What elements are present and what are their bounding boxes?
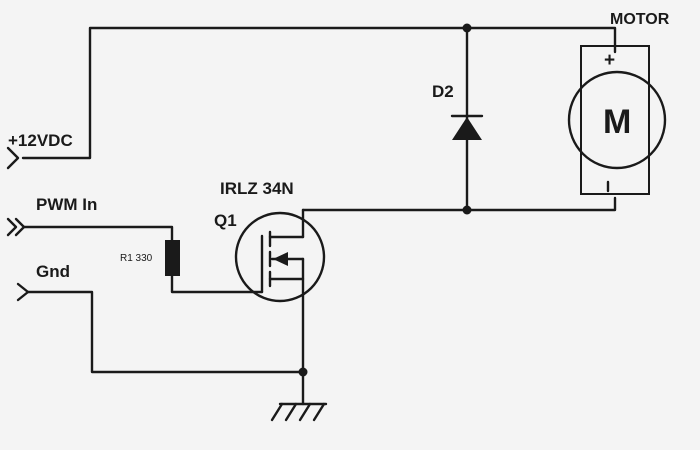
motor-symbol-label: M bbox=[603, 103, 631, 141]
junction-dot bbox=[462, 205, 472, 215]
pwm-label: PWM In bbox=[36, 195, 97, 214]
diode-d2 bbox=[450, 114, 484, 140]
resistor-r1 bbox=[165, 240, 180, 276]
ground-icon bbox=[270, 370, 328, 422]
supply-label: +12VDC bbox=[8, 131, 73, 150]
transistor-part-label: IRLZ 34N bbox=[220, 179, 294, 198]
transistor-ref-label: Q1 bbox=[214, 211, 237, 230]
resistor-label: R1 330 bbox=[120, 253, 153, 264]
motor bbox=[567, 45, 667, 195]
gnd-label: Gnd bbox=[36, 262, 70, 281]
junction-dot bbox=[462, 23, 472, 33]
gate-wire bbox=[170, 274, 264, 294]
pwm-wire bbox=[22, 225, 174, 242]
gnd-wire bbox=[26, 290, 305, 374]
diode-label: D2 bbox=[432, 82, 454, 101]
motor-plus-label: + bbox=[604, 50, 615, 71]
motor-label: MOTOR bbox=[610, 11, 670, 28]
mosfet-q1 bbox=[234, 208, 326, 374]
drain-wire bbox=[301, 196, 617, 212]
supply-terminal-icon bbox=[6, 146, 20, 170]
